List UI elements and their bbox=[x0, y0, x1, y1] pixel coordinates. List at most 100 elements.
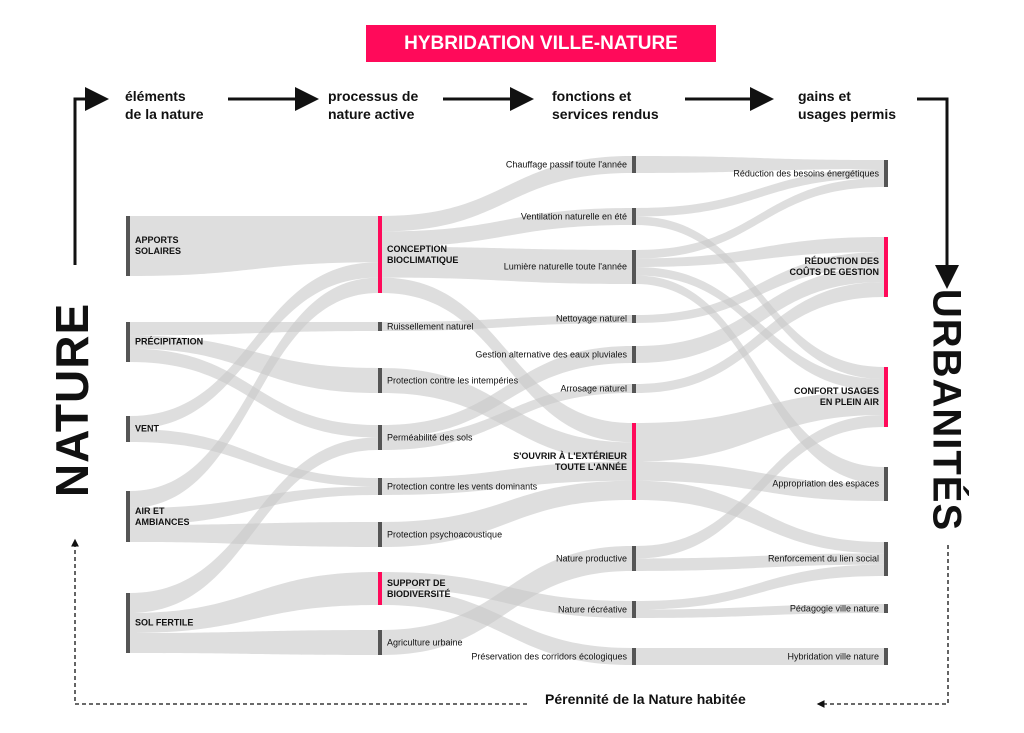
link-biodiv-pres bbox=[382, 588, 632, 665]
link-perm-arros bbox=[382, 384, 632, 450]
link-arros-redcout bbox=[636, 282, 884, 393]
node-label-arros: Arrosage naturel bbox=[560, 383, 627, 393]
stage-label-elements: éléments de la nature bbox=[125, 88, 204, 122]
link-ouvrir-renf bbox=[636, 480, 884, 554]
link-sol-agri bbox=[130, 630, 378, 655]
stage-label-processus: processus de nature active bbox=[328, 88, 419, 122]
node-bar-hybr bbox=[884, 648, 888, 665]
node-label-precip: PRÉCIPITATION bbox=[135, 336, 204, 347]
node-bar-ouvrir bbox=[632, 423, 636, 500]
link-ventil-confort bbox=[636, 216, 884, 379]
node-label-chauf: Chauffage passif toute l'année bbox=[505, 159, 627, 169]
stage-label-gains: gains et usages permis bbox=[798, 88, 897, 122]
link-psycho-ouvrir bbox=[382, 480, 632, 547]
link-concep-ventil bbox=[382, 208, 632, 247]
node-label-intemp: Protection contre les intempéries bbox=[387, 375, 519, 385]
node-label-prod: Nature productive bbox=[555, 553, 627, 563]
link-concep-lum bbox=[382, 246, 632, 284]
node-bar-arros bbox=[632, 384, 636, 393]
link-perm-gest bbox=[382, 346, 632, 438]
node-label-ventil: Ventilation naturelle en été bbox=[520, 211, 627, 221]
node-label-redbes: Réduction des besoins énergétiques bbox=[733, 168, 879, 178]
node-label-ruis: Ruissellement naturel bbox=[387, 321, 474, 331]
footer-label: Pérennité de la Nature habitée bbox=[545, 691, 746, 707]
node-bar-ruis bbox=[378, 322, 382, 331]
node-bar-approp bbox=[884, 467, 888, 501]
node-label-pres: Préservation des corridors écologiques bbox=[471, 651, 627, 661]
node-label-solaires: APPORTS SOLAIRES bbox=[135, 235, 182, 256]
link-air-concep bbox=[130, 277, 378, 508]
node-label-biodiv: SUPPORT DE BIODIVERSITÉ bbox=[387, 577, 451, 599]
link-recr-renf bbox=[636, 564, 884, 610]
node-label-perm: Perméabilité des sols bbox=[387, 432, 473, 442]
arrow-urbanites-down bbox=[917, 97, 959, 289]
link-ventil-redbes bbox=[636, 169, 884, 217]
link-sol-perm bbox=[130, 437, 378, 613]
link-sol-biodiv bbox=[130, 572, 378, 633]
node-bar-gest bbox=[632, 346, 636, 363]
stage-label-fonctions: fonctions et services rendus bbox=[552, 88, 659, 122]
node-label-ventsdom: Protection contre les vents dominants bbox=[387, 481, 538, 491]
node-bar-recr bbox=[632, 601, 636, 618]
node-bar-perm bbox=[378, 425, 382, 450]
node-bar-ventsdom bbox=[378, 478, 382, 495]
link-concep-chauf bbox=[382, 156, 632, 232]
node-label-gest: Gestion alternative des eaux pluviales bbox=[475, 349, 627, 359]
node-label-renf: Renforcement du lien social bbox=[767, 553, 879, 564]
node-bar-precip bbox=[126, 322, 130, 362]
node-bar-solaires bbox=[126, 216, 130, 276]
node-bar-intemp bbox=[378, 368, 382, 393]
node-bar-ventil bbox=[632, 208, 636, 225]
node-bar-vent bbox=[126, 416, 130, 442]
node-bar-sol bbox=[126, 593, 130, 653]
node-label-redcout: RÉDUCTION DES COÛTS DE GESTION bbox=[789, 256, 879, 277]
link-chauf-redbes bbox=[636, 156, 884, 173]
dashed-arrow-right bbox=[816, 545, 949, 708]
node-label-sol: SOL FERTILE bbox=[135, 617, 194, 628]
link-prod-confort bbox=[636, 415, 884, 559]
link-lum-approp bbox=[636, 275, 884, 484]
node-bar-pres bbox=[632, 648, 636, 665]
node-bar-confort bbox=[884, 367, 888, 427]
link-nett-redcout bbox=[636, 252, 884, 323]
link-gest-redcout bbox=[636, 267, 884, 363]
node-bar-agri bbox=[378, 630, 382, 655]
links-layer bbox=[130, 156, 884, 665]
node-bar-lum bbox=[632, 250, 636, 284]
dashed-arrow-left bbox=[71, 538, 527, 705]
node-label-hybr: Hybridation ville nature bbox=[787, 651, 879, 661]
node-label-lum: Lumière naturelle toute l'année bbox=[503, 261, 627, 272]
arrows bbox=[71, 87, 959, 708]
diagram-title: HYBRIDATION VILLE-NATURE bbox=[366, 25, 716, 62]
node-label-confort: CONFORT USAGES EN PLEIN AIR bbox=[793, 386, 879, 407]
link-vent-concep bbox=[130, 262, 378, 429]
node-bar-peda bbox=[884, 604, 888, 613]
node-bar-redbes bbox=[884, 160, 888, 187]
link-pres-hybr bbox=[636, 648, 884, 665]
node-bar-prod bbox=[632, 546, 636, 571]
node-label-recr: Nature récréative bbox=[557, 604, 627, 614]
node-label-air: AIR ET AMBIANCES bbox=[135, 505, 190, 527]
node-label-peda: Pédagogie ville nature bbox=[789, 603, 879, 613]
link-lum-redcout bbox=[636, 237, 884, 267]
urbanites-label: URBANITÉS bbox=[924, 288, 969, 532]
node-bar-concep bbox=[378, 216, 382, 293]
link-recr-peda bbox=[636, 604, 884, 618]
node-label-agri: Agriculture urbaine bbox=[387, 637, 463, 647]
link-ruis-nett bbox=[382, 315, 632, 331]
node-label-approp: Appropriation des espaces bbox=[772, 478, 879, 489]
node-label-concep: CONCEPTION BIOCLIMATIQUE bbox=[387, 243, 459, 265]
node-bar-nett bbox=[632, 315, 636, 323]
node-bar-redcout bbox=[884, 237, 888, 297]
nature-label: NATURE bbox=[46, 302, 98, 498]
link-air-ventsdom bbox=[130, 486, 378, 525]
link-precip-ruis bbox=[130, 322, 378, 336]
link-ventsdom-ouvrir bbox=[382, 461, 632, 495]
node-bar-chauf bbox=[632, 156, 636, 173]
node-bar-biodiv bbox=[378, 572, 382, 605]
node-bar-air bbox=[126, 491, 130, 542]
node-bar-renf bbox=[884, 542, 888, 576]
link-lum-confort bbox=[636, 267, 884, 391]
